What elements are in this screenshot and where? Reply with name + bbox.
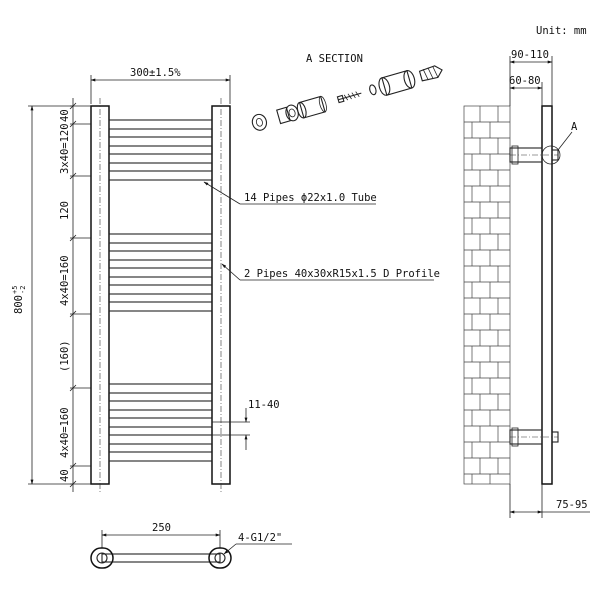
callout-profile: 2 Pipes 40x30xR15x1.5 D Profile <box>244 268 440 280</box>
bottom-view: 250 4-G1/2" <box>90 522 292 569</box>
dim-160-paren: (160) <box>59 340 71 372</box>
dim-thread: 4-G1/2" <box>238 532 282 544</box>
left-end-cap <box>90 547 114 569</box>
sleeve-part <box>298 95 326 119</box>
height-dim-base: 800 <box>13 295 25 314</box>
height-dim-sup: +5 <box>11 286 19 294</box>
height-dim-sub: -2 <box>19 286 27 294</box>
dim-top-40: 40 <box>59 109 71 122</box>
pipe-gap-dim: 11-40 <box>248 399 280 411</box>
dim-depth-inner: 60-80 <box>509 75 541 87</box>
section-title: A SECTION <box>306 53 363 65</box>
brick-wall <box>463 105 511 485</box>
left-rail <box>90 105 110 485</box>
right-rail <box>211 105 231 485</box>
front-view: 300±1.5% <box>11 67 440 492</box>
dim-depth-outer: 90-110 <box>511 49 549 61</box>
rungs-middle-group <box>108 233 213 312</box>
bracket-tube-part <box>381 69 413 96</box>
detail-a-circle <box>541 145 561 165</box>
dim-4x40-upper: 4x40=160 <box>59 255 71 306</box>
section-a-exploded-view: A SECTION <box>251 53 443 131</box>
rungs-top-group <box>108 119 213 181</box>
side-rail <box>541 105 553 485</box>
lower-bracket <box>509 427 559 447</box>
washer-part <box>369 84 377 96</box>
upper-bracket <box>509 145 559 165</box>
dim-4x40-lower: 4x40=160 <box>59 407 71 458</box>
unit-label: Unit: mm <box>536 25 587 37</box>
right-end-cap <box>208 547 232 569</box>
width-dim: 300±1.5% <box>130 67 181 79</box>
bottom-bar <box>101 553 221 563</box>
wall-plug-part <box>418 65 443 82</box>
rungs-bottom-group <box>108 383 213 462</box>
dim-centers: 250 <box>152 522 171 534</box>
side-view: A 90-110 60-80 75-95 <box>463 49 590 518</box>
dim-120: 120 <box>59 201 71 220</box>
nut-part <box>276 106 291 125</box>
section-marker: A <box>571 121 578 133</box>
dim-bottom-40: 40 <box>59 469 71 482</box>
dim-bottom: 75-95 <box>556 499 588 511</box>
callout-tubes: 14 Pipes ϕ22x1.0 Tube <box>244 192 377 204</box>
cap-part <box>251 113 268 131</box>
dim-3x40: 3x40=120 <box>59 123 71 174</box>
